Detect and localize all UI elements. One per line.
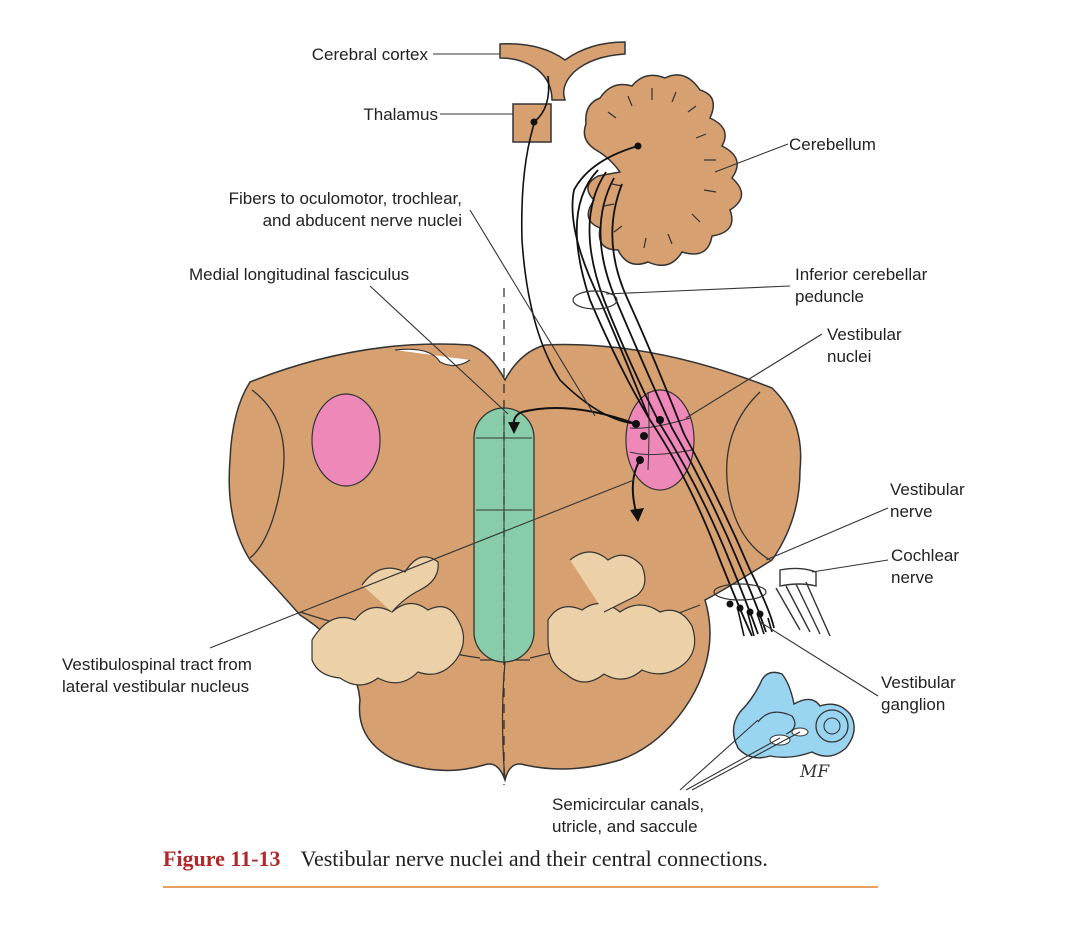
cochlea-spiral-inner: [823, 717, 841, 735]
cerebral-cortex-shape: [499, 41, 626, 101]
label-mlf: Medial longitudinal fasciculus: [189, 265, 410, 284]
thalamus-dot: [530, 118, 538, 126]
leader-lines: [209, 53, 889, 791]
ganglion-dot-2: [736, 604, 744, 612]
label-cochlear-line2: nerve: [891, 568, 934, 587]
left-olive-bulge: [249, 389, 285, 559]
fiber-3: [599, 177, 767, 633]
cerebellum-to-vn: [571, 145, 649, 417]
nucleus-dot-2: [656, 416, 664, 424]
vst-arrowhead: [630, 508, 644, 522]
label-vg-line2: ganglion: [881, 695, 946, 714]
label-vn-line1: Vestibular: [827, 325, 902, 344]
ganglion-dot-4: [756, 610, 764, 618]
left-vestibular-nucleus: [311, 393, 381, 487]
ascending-fiber: [533, 75, 550, 123]
right-inferior-olive: [547, 602, 696, 683]
nucleus-dot-3: [640, 432, 648, 440]
left-inferior-olive: [311, 602, 465, 686]
fiber-1: [575, 169, 753, 637]
label-thalamus: Thalamus: [363, 105, 438, 124]
label-sc-line1: Semicircular canals,: [552, 795, 705, 814]
label-vst-line1: Vestibulospinal tract from: [62, 655, 252, 674]
figure-number: Figure 11-13: [163, 846, 281, 871]
label-fibers-line2: and abducent nerve nuclei: [262, 211, 462, 230]
nucleus-dot-4: [636, 456, 644, 464]
left-olive-hilum: [361, 556, 439, 613]
cochlear-nerve-bundle: [775, 567, 831, 637]
ganglion-dot-1: [726, 600, 734, 608]
semicircular-canal-loop: [757, 711, 796, 735]
label-vg-line1: Vestibular: [881, 673, 956, 692]
label-cochlear-line1: Cochlear: [891, 546, 960, 565]
label-vst-line2: lateral vestibular nucleus: [62, 677, 250, 696]
cerebellum-shape: [583, 74, 743, 267]
label-sc-line2: utricle, and saccule: [552, 817, 698, 836]
caption-text: Vestibular nerve nuclei and their centra…: [300, 846, 768, 871]
nucleus-dot-1: [632, 420, 640, 428]
label-vnerve-line1: Vestibular: [890, 480, 965, 499]
mlf-arrow: [512, 407, 637, 429]
cerebellum-folia: [603, 88, 717, 249]
cerebellum-dot: [634, 142, 642, 150]
nerve-terminals: [737, 609, 773, 637]
label-vnerve-line2: nerve: [890, 502, 933, 521]
label-cerebellum: Cerebellum: [789, 135, 876, 154]
icp-cuff: [572, 290, 618, 310]
right-olive-hilum: [569, 551, 646, 613]
label-icp-line1: Inferior cerebellar: [795, 265, 928, 284]
ganglion-dot-3: [746, 608, 754, 616]
label-fibers-line1: Fibers to oculomotor, trochlear,: [228, 189, 462, 208]
figure-caption: Figure 11-13 Vestibular nerve nuclei and …: [163, 846, 878, 888]
artist-signature: MF: [800, 762, 830, 782]
label-cerebral-cortex: Cerebral cortex: [311, 45, 428, 64]
cochlea-spiral-outer: [815, 709, 849, 743]
label-icp-line2: peduncle: [795, 287, 865, 306]
right-olive-bulge: [726, 391, 771, 561]
label-vn-line2: nuclei: [827, 347, 872, 366]
utricle: [769, 734, 791, 746]
right-vestibular-nucleus: [625, 389, 695, 491]
fiber-4: [611, 183, 775, 629]
vestibular-nerve-cuff: [713, 583, 767, 601]
mlf-arrowhead: [508, 422, 520, 434]
